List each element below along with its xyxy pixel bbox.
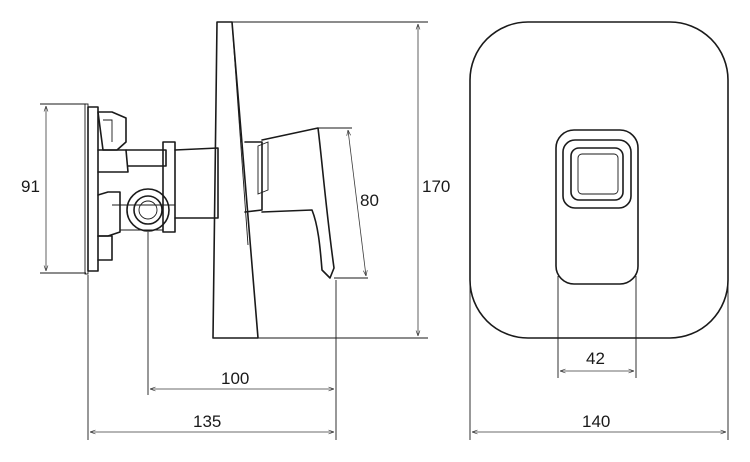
dimension-100: 100 — [150, 369, 334, 389]
dim-label-91: 91 — [21, 177, 40, 196]
dimension-80: 80 — [348, 130, 379, 276]
front-extension-lines — [469, 276, 729, 440]
outlet-connector — [126, 188, 170, 232]
cover-plate — [212, 21, 259, 339]
dimension-91: 91 — [21, 106, 46, 271]
extension-lines — [40, 21, 428, 440]
valve-body — [97, 111, 219, 261]
dim-label-135: 135 — [193, 412, 221, 431]
dimension-42: 42 — [560, 349, 634, 371]
front-lever-handle — [555, 129, 639, 285]
dimension-140: 140 — [472, 412, 726, 432]
front-view: 42 140 — [469, 21, 729, 440]
front-cover-plate — [469, 21, 729, 339]
dim-label-170: 170 — [422, 177, 450, 196]
dim-label-140: 140 — [582, 412, 610, 431]
dim-label-42: 42 — [586, 349, 605, 368]
dimension-135: 135 — [90, 412, 334, 432]
lever-handle — [244, 127, 335, 279]
dimension-170: 170 — [418, 24, 450, 336]
mounting-plate — [84, 103, 99, 275]
side-view: 91 80 170 100 135 — [21, 21, 450, 440]
dim-label-100: 100 — [221, 369, 249, 388]
dim-label-80: 80 — [360, 191, 379, 210]
